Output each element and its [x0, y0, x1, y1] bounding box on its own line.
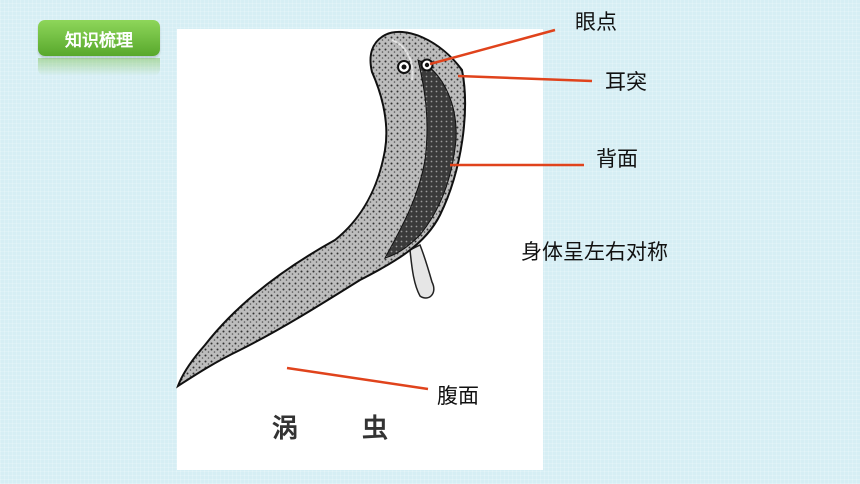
label-ear: 耳突	[605, 70, 647, 94]
pointer-line-ventral	[286, 366, 429, 391]
pointer-line-eyespot	[429, 28, 556, 66]
dorsal-stripe-shape	[383, 59, 457, 259]
label-dorsal: 背面	[596, 147, 638, 171]
pointer-line-ear	[457, 74, 593, 83]
tag-reflection	[38, 58, 160, 76]
label-ventral: 腹面	[437, 384, 479, 408]
label-symmetry: 身体呈左右对称	[521, 240, 668, 264]
flatworm-body	[176, 30, 467, 389]
caption-left: 涡	[272, 414, 299, 444]
section-tag: 知识梳理	[38, 20, 160, 56]
caption-right: 虫	[362, 414, 389, 444]
pharynx-shape	[409, 243, 435, 299]
head-ridge	[391, 39, 414, 81]
label-eyespot: 眼点	[575, 10, 617, 34]
